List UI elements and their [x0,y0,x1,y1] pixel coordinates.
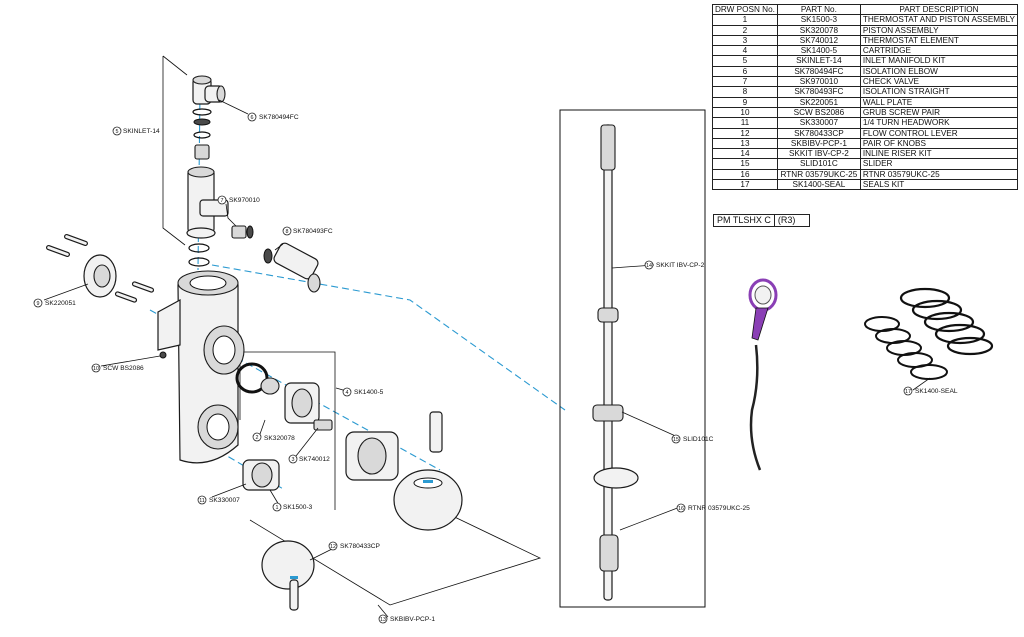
callout-13: 13 SKBIBV-PCP-1 [378,614,435,624]
svg-text:6: 6 [251,115,254,121]
svg-text:SK220051: SK220051 [45,300,76,307]
svg-text:5: 5 [116,129,119,135]
svg-text:SK1500-3: SK1500-3 [283,504,313,511]
riser-kit-box [559,109,706,608]
callout-2: 2 SK320078 [252,432,295,442]
svg-text:SK780433CP: SK780433CP [340,543,381,550]
svg-text:2: 2 [256,435,259,441]
flow-lever-part [261,540,315,611]
callout-leaders [43,99,931,618]
cartridge-parts [235,362,443,481]
riser-rail-part [592,124,639,601]
callout-9: 9 SK220051 [33,298,76,308]
svg-text:17: 17 [905,389,911,395]
callout-6: 6 SK780494FC [247,112,299,122]
callout-7: 7 SK970010 [217,195,260,205]
callout-16: 16 RTNR 03579UKC-25 [676,503,750,513]
column-header: DRW POSN No. [712,3,778,16]
svg-text:RTNR 03579UKC-25: RTNR 03579UKC-25 [688,505,750,512]
inlet-kit-outline [162,55,188,246]
alignment-line-riser [211,264,566,411]
svg-text:15: 15 [673,437,679,443]
callout-12: 12 SK780433CP [328,541,381,551]
column-header: PART No. [776,3,861,16]
svg-text:1: 1 [276,505,279,511]
svg-text:3: 3 [292,457,295,463]
model-code: PM TLSHX C [713,214,775,227]
svg-text:SLID101C: SLID101C [683,436,714,443]
headwork-part [242,459,280,491]
svg-text:SK740012: SK740012 [299,456,330,463]
svg-text:8: 8 [286,229,289,235]
column-header: PART DESCRIPTION [859,3,1019,16]
svg-text:SK970010: SK970010 [229,197,260,204]
table-header-row: DRW POSN No. PART No. PART DESCRIPTION [712,3,1019,16]
wall-plate-part [46,233,155,303]
callout-4: 4 SK1400-5 [342,387,384,397]
callout-10: 10 SCW BS2086 [91,363,144,373]
svg-text:SKKIT IBV-CP-2: SKKIT IBV-CP-2 [656,262,705,269]
knobs-kit-outline [249,509,542,606]
model-revision: (R3) [774,214,811,227]
svg-text:14: 14 [646,263,652,269]
svg-text:10: 10 [93,366,99,372]
svg-text:SK320078: SK320078 [264,435,295,442]
callout-14: 14 SKKIT IBV-CP-2 [644,260,705,270]
seals-kit-part [864,287,994,380]
inlet-body-part [186,166,229,239]
callout-11: 11 SK330007 [197,495,240,505]
isolation-straight-part [263,242,321,293]
check-valve-part [231,225,254,239]
svg-text:SKBIBV-PCP-1: SKBIBV-PCP-1 [390,616,435,623]
inlet-seals [192,108,212,139]
svg-text:SK1400-5: SK1400-5 [354,389,384,396]
svg-text:9: 9 [37,301,40,307]
inlet-connector-part [194,144,210,160]
knob-part [393,469,463,531]
svg-text:12: 12 [330,544,336,550]
model-reference-box: PM TLSHX C (R3) [713,214,811,227]
svg-text:4: 4 [346,390,349,396]
hand-shower-part [748,278,778,471]
svg-text:SK780493FC: SK780493FC [293,228,333,235]
callout-5: 5 SKINLET-14 [112,126,160,136]
callout-17: 17 SK1400-SEAL [903,386,958,396]
svg-text:16: 16 [678,506,684,512]
isolation-elbow-part [192,75,226,105]
callout-15: 15 SLID101C [671,434,714,444]
parts-list-table: DRW POSN No. PART No. PART DESCRIPTION 1… [712,3,1019,191]
svg-text:7: 7 [221,198,224,204]
callout-3: 3 SK740012 [288,454,330,464]
svg-text:13: 13 [380,617,386,623]
svg-text:SKINLET-14: SKINLET-14 [123,128,160,135]
svg-text:11: 11 [199,498,205,504]
svg-text:SK1400-SEAL: SK1400-SEAL [915,388,958,395]
callout-1: 1 SK1500-3 [272,502,313,512]
svg-text:SK330007: SK330007 [209,497,240,504]
manifold-seals [188,243,210,267]
valve-body-part [157,270,245,464]
callout-8: 8 SK780493FC [282,226,333,236]
svg-text:SK780494FC: SK780494FC [259,114,299,121]
svg-text:SCW BS2086: SCW BS2086 [103,365,144,372]
